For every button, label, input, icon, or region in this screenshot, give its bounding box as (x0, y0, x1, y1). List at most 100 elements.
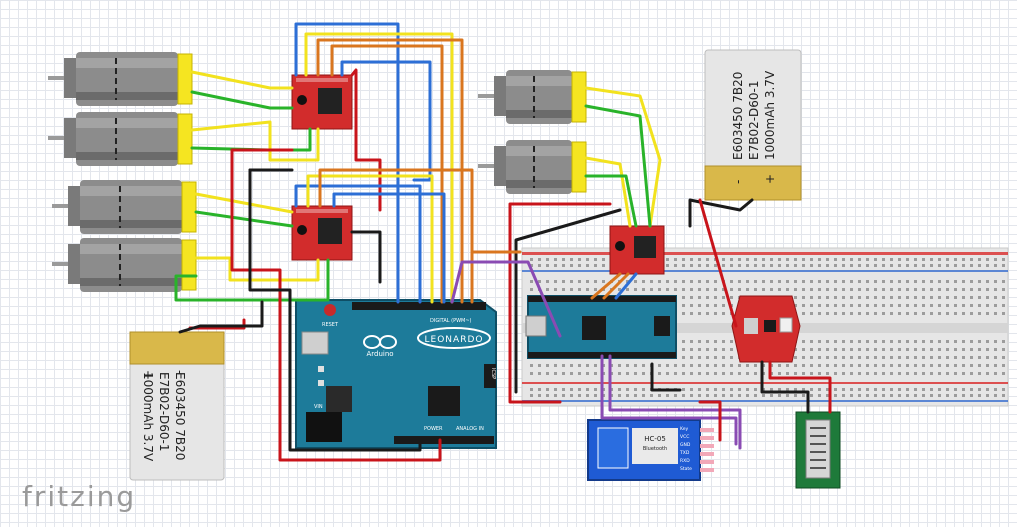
motor-driver-1[interactable] (291, 74, 353, 130)
breadboard-hole (730, 264, 733, 267)
breadboard-hole (986, 258, 989, 261)
motor-driver-3[interactable] (609, 225, 665, 275)
breadboard-hole (914, 340, 917, 343)
dc-motor-3[interactable] (52, 180, 197, 234)
breadboard-hole (690, 364, 693, 367)
breadboard-hole (994, 340, 997, 343)
breadboard-hole (754, 372, 757, 375)
breadboard-hole (778, 388, 781, 391)
battery-right-minus: - (731, 180, 745, 184)
breadboard-hole (906, 280, 909, 283)
breadboard-hole (778, 258, 781, 261)
breadboard-hole (922, 356, 925, 359)
breadboard-hole (1002, 348, 1005, 351)
breadboard-hole (986, 348, 989, 351)
breadboard-hole (986, 372, 989, 375)
breadboard-hole (682, 258, 685, 261)
breadboard-hole (882, 394, 885, 397)
breadboard-hole (818, 312, 821, 315)
breadboard-hole (818, 258, 821, 261)
breadboard-hole (690, 304, 693, 307)
breadboard-hole (970, 264, 973, 267)
bluetooth-module[interactable]: HC-05 Bluetooth Key VCC GND TXD RXD Stat… (587, 419, 714, 481)
breadboard-hole (890, 364, 893, 367)
wire-yellow (304, 32, 454, 304)
arduino-leonardo[interactable]: LEONARDO Arduino RESET DIGITAL (PWM~) PO… (295, 299, 497, 449)
breadboard-hole (802, 304, 805, 307)
breadboard-hole (674, 364, 677, 367)
breadboard-hole (706, 288, 709, 291)
arduino-micro[interactable] (525, 295, 677, 359)
breadboard-hole (714, 340, 717, 343)
breadboard-hole (970, 296, 973, 299)
breadboard-hole (762, 264, 765, 267)
battery-left[interactable]: E603450 7B20 E7B02-D60-1 1000mAh 3.7V + … (129, 331, 225, 481)
dc-motor-4[interactable] (52, 238, 197, 292)
breadboard-hole (906, 288, 909, 291)
reset-button[interactable] (324, 304, 336, 316)
breadboard-hole (866, 280, 869, 283)
dc-motor-2[interactable] (48, 112, 193, 166)
breadboard-hole (914, 264, 917, 267)
battery-right[interactable]: E603450 7B20 E7B02-D60-1 1000mAh 3.7V + … (704, 49, 802, 201)
breadboard-hole (954, 304, 957, 307)
breadboard-hole (970, 348, 973, 351)
breadboard-hole (546, 372, 549, 375)
board-brand: Arduino (366, 350, 393, 358)
breadboard-hole (898, 372, 901, 375)
breadboard-hole (978, 280, 981, 283)
breadboard-hole (674, 264, 677, 267)
breadboard-hole (834, 296, 837, 299)
wire-red (508, 202, 612, 404)
wire-red (698, 400, 722, 442)
breadboard-hole (922, 258, 925, 261)
breadboard-hole (962, 304, 965, 307)
breadboard-hole (874, 288, 877, 291)
wire-red (188, 318, 246, 330)
battery-right-plus: + (763, 174, 777, 184)
breadboard-hole (994, 364, 997, 367)
dc-motor-5[interactable] (478, 70, 587, 124)
breadboard-hole (786, 264, 789, 267)
battery-right-label-3: 1000mAh 3.7V (763, 70, 777, 160)
breadboard-hole (786, 388, 789, 391)
fritzing-logo: fritzing (22, 480, 136, 513)
breadboard-hole (666, 280, 669, 283)
breadboard-hole (586, 394, 589, 397)
breadboard-hole (602, 264, 605, 267)
breadboard-hole (834, 340, 837, 343)
breadboard-hole (562, 288, 565, 291)
wire-red (768, 360, 832, 414)
breadboard-hole (538, 264, 541, 267)
breadboard-hole (658, 394, 661, 397)
breadboard-hole (794, 356, 797, 359)
breadboard-hole (938, 340, 941, 343)
breadboard-hole (906, 364, 909, 367)
breadboard-hole (706, 394, 709, 397)
dc-motor-6[interactable] (478, 140, 587, 194)
breadboard-hole (882, 312, 885, 315)
breadboard-hole (722, 264, 725, 267)
motor-driver-2[interactable] (291, 205, 353, 261)
wire-blue (294, 184, 422, 304)
breadboard-hole (818, 280, 821, 283)
breadboard-hole (962, 288, 965, 291)
breadboard-hole (826, 364, 829, 367)
breadboard-hole (546, 280, 549, 283)
wire-yellow (194, 192, 294, 214)
breadboard-hole (834, 364, 837, 367)
breadboard-hole (682, 296, 685, 299)
breadboard-hole (866, 372, 869, 375)
breadboard-hole (938, 364, 941, 367)
bt-pin-key: Key (680, 426, 688, 432)
breadboard-hole (890, 264, 893, 267)
sensor-module[interactable] (795, 411, 841, 489)
breadboard-hole (826, 388, 829, 391)
breadboard-hole (858, 258, 861, 261)
breadboard-hole (682, 312, 685, 315)
lipo-charger[interactable] (731, 295, 801, 363)
bt-pin-vcc: VCC (680, 434, 689, 440)
breadboard-hole (994, 280, 997, 283)
breadboard-hole (714, 364, 717, 367)
dc-motor-1[interactable] (48, 52, 193, 106)
